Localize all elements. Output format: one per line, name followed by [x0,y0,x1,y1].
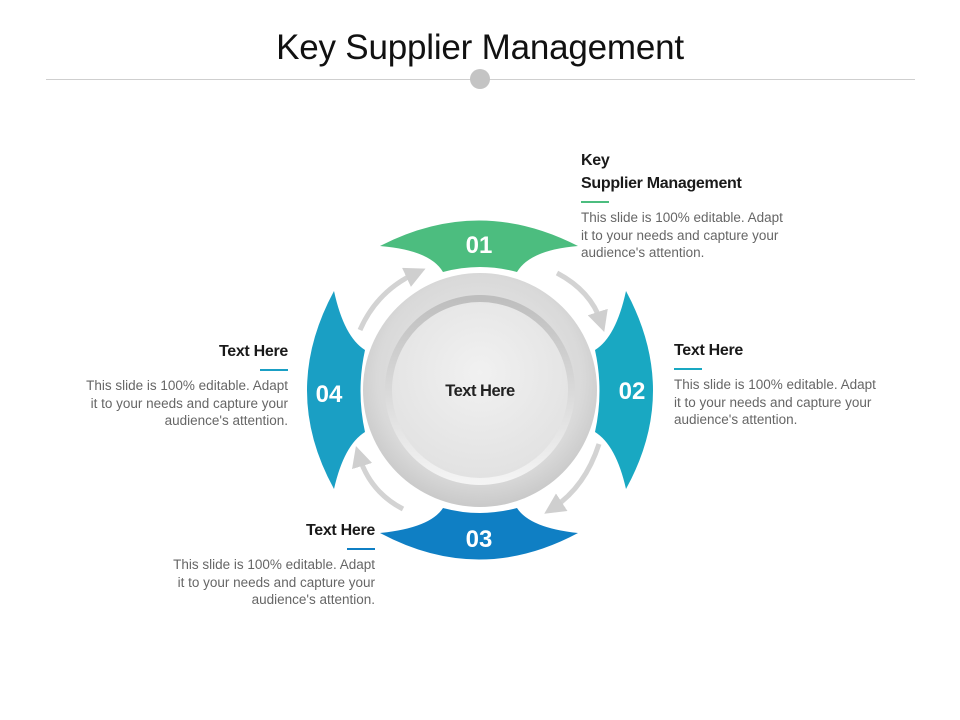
center-label: Text Here [445,382,515,400]
step-04-body-line1: This slide is 100% editable. Adapt [86,378,288,393]
step-02-body-line3: audience's attention. [674,412,798,427]
step-02-number: 02 [619,378,646,405]
arrow-02-to-03 [544,443,602,514]
title-divider-dot [470,69,490,89]
step-01-body-line3: audience's attention. [581,245,705,260]
step-01-underline [581,201,609,203]
step-02-body-line2: it to your needs and capture your [674,394,872,410]
step-01-petal [380,220,578,272]
step-03-body-line1: This slide is 100% editable. Adapt [173,557,375,572]
step-01-body-line1: This slide is 100% editable. Adapt [581,210,783,225]
step-02-petal [595,291,653,489]
step-01-heading-line2: Supplier Management [581,175,742,192]
step-03-heading: Text Here [305,522,375,539]
arrow-01-to-02 [555,270,608,332]
step-02-underline [674,368,702,370]
step-03-text-block: Text Here This slide is 100% editable. A… [145,519,375,609]
step-04-number: 04 [316,381,343,408]
step-03-body-line3: audience's attention. [251,592,375,607]
arrow-03-to-04 [352,445,405,512]
step-04-heading: Text Here [218,343,288,360]
step-01-number: 01 [466,232,493,259]
step-03-underline [347,548,375,550]
step-02-text-block: Text Here This slide is 100% editable. A… [674,339,904,429]
step-03-petal [380,508,578,560]
step-01-text-block: Key Supplier Management This slide is 10… [581,149,811,262]
step-01-heading-line1: Key [581,152,610,169]
step-04-underline [260,369,288,371]
step-04-text-block: Text Here This slide is 100% editable. A… [58,340,288,430]
step-01-body-line2: it to your needs and capture your [581,227,779,243]
step-02-body-line1: This slide is 100% editable. Adapt [674,377,876,392]
center-face [392,302,568,478]
arrow-04-to-01 [357,267,426,331]
slide-title: Key Supplier Management [276,28,684,67]
step-04-petal [307,291,365,489]
step-03-number: 03 [466,526,493,553]
step-04-body-line2: it to your needs and capture your [90,395,288,411]
step-02-heading: Text Here [674,342,744,359]
step-03-body-line2: it to your needs and capture your [177,574,375,590]
step-04-body-line3: audience's attention. [164,413,288,428]
